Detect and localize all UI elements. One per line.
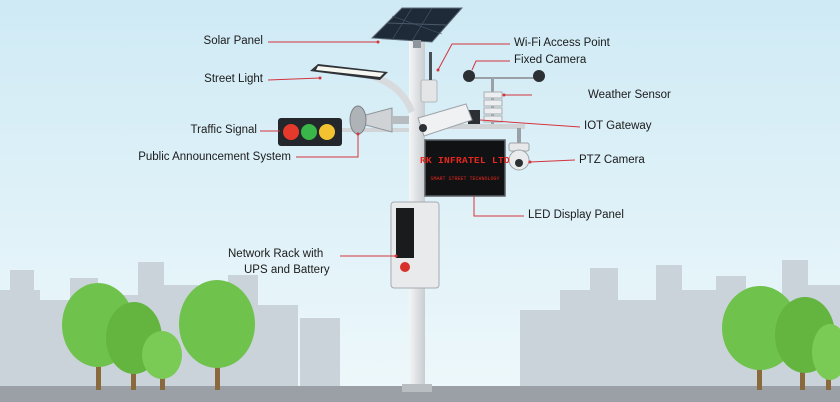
wifi-access-point [420,52,438,103]
label-solar-panel: Solar Panel [203,35,263,47]
ground-strip [0,386,840,402]
traffic-signal [278,118,409,146]
ptz-camera [508,128,530,171]
label-fixed-camera: Fixed Camera [514,54,587,66]
label-led-display-panel: LED Display Panel [528,209,624,221]
pole-base [402,384,432,392]
trees-right [722,286,840,390]
weather-sensor [463,70,545,128]
label-iot-gateway: IOT Gateway [584,120,652,132]
label-public-announcement: Public Announcement System [138,151,291,163]
led-sub-text: SMART STREET TECHNOLOGY [430,176,499,182]
iot-gateway-box [468,110,480,128]
trees-left [62,280,255,390]
label-network-rack-line1: Network Rack with [228,248,324,260]
solar-panel [370,7,464,48]
public-announcement-horn [349,105,409,135]
label-traffic-signal: Traffic Signal [190,124,257,136]
leader-lines [260,41,581,257]
leader-dots [318,40,532,258]
fixed-camera [417,103,473,137]
camera-arm [425,124,525,129]
label-weather-sensor: Weather Sensor [588,89,671,101]
label-network-rack-line2: UPS and Battery [244,264,330,276]
label-ptz-camera: PTZ Camera [579,154,645,166]
street-light [310,64,416,114]
label-street-light: Street Light [204,73,263,85]
led-brand-text: RK INFRATEL LTD [420,155,510,166]
led-display-panel [424,139,506,197]
network-rack [390,201,440,289]
label-wifi-access-point: Wi-Fi Access Point [514,37,610,49]
